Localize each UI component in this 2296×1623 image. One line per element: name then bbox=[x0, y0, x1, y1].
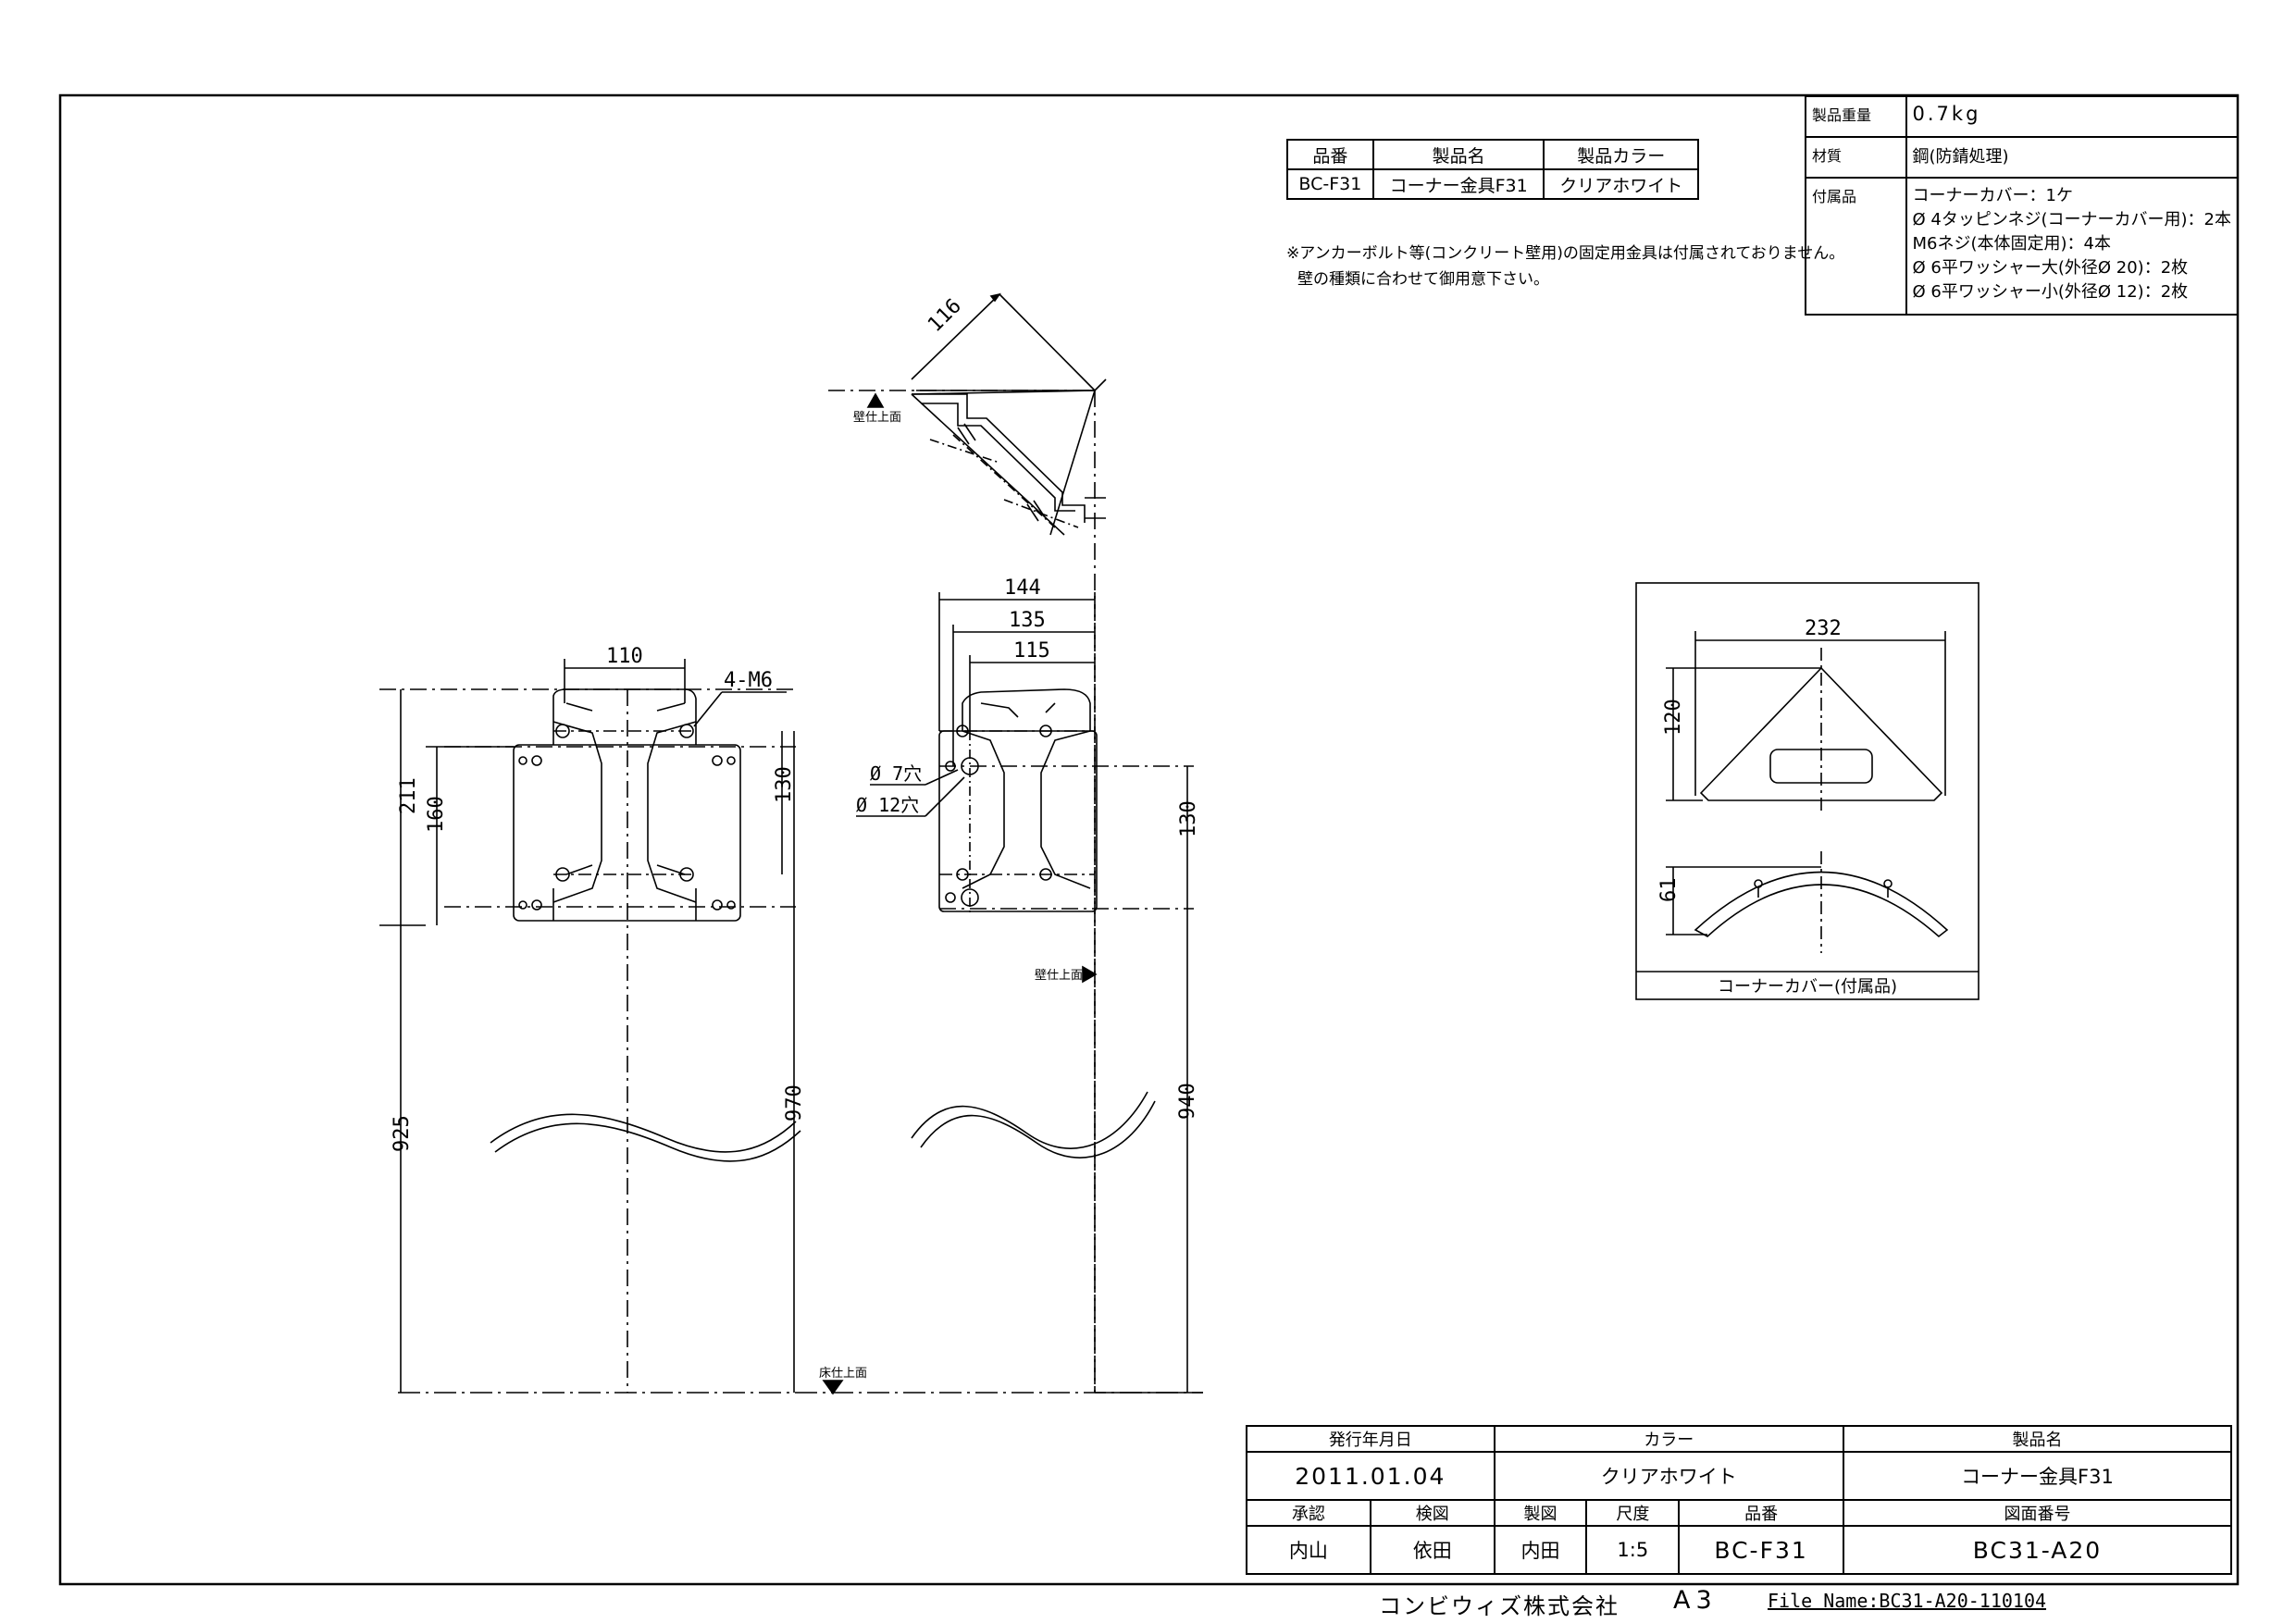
checked-value: 依田 bbox=[1369, 1525, 1496, 1575]
dim-232: 232 bbox=[1805, 617, 1842, 640]
file-name: File Name:BC31-A20-110104 bbox=[1768, 1590, 2047, 1612]
product-name-value: コーナー金具F31 bbox=[1842, 1451, 2233, 1501]
part-no-label: 品番 bbox=[1678, 1499, 1844, 1527]
dim-120: 120 bbox=[1662, 699, 1685, 736]
hole-12-label: Ø 12穴 bbox=[856, 794, 919, 816]
paper-size: A3 bbox=[1673, 1586, 1718, 1615]
color-value: クリアホワイト bbox=[1493, 1451, 1844, 1501]
issue-date: 2011.01.04 bbox=[1246, 1451, 1496, 1501]
approved-value: 内山 bbox=[1246, 1525, 1371, 1575]
accessories-list: コーナーカバー：1ケ Ø 4タッピンネジ(コーナーカバー用)：2本 M6ネジ(本… bbox=[1905, 177, 2240, 316]
drawing-no-value: BC31-A20 bbox=[1842, 1525, 2233, 1575]
accessory-item: M6ネジ(本体固定用)：4本 bbox=[1912, 234, 2111, 254]
material-value: 鋼(防錆処理) bbox=[1905, 136, 2240, 179]
dim-925: 925 bbox=[391, 1115, 414, 1152]
drawing-no-label: 図面番号 bbox=[1842, 1499, 2233, 1527]
anchor-note: ※アンカーボルト等(コンクリート壁用)の固定用金具は付属されておりません。 壁の… bbox=[1286, 241, 1844, 292]
header-part-no: 品番 bbox=[1286, 139, 1374, 170]
floor-surface-label: 床仕上面 bbox=[819, 1367, 867, 1381]
spec-table: 製品重量 0.7kg 材質 鋼(防錆処理) 付属品 コーナーカバー：1ケ Ø 4… bbox=[1805, 95, 2240, 316]
accessory-item: Ø 6平ワッシャー小(外径Ø 12)：2枚 bbox=[1912, 282, 2189, 302]
accessory-item: Ø 4タッピンネジ(コーナーカバー用)：2本 bbox=[1912, 210, 2231, 229]
value-product-color: クリアホワイト bbox=[1543, 168, 1699, 200]
weight-value: 0.7kg bbox=[1905, 95, 2240, 138]
wall-surface-label-top: 壁仕上面 bbox=[853, 411, 901, 425]
corner-cover-label: コーナーカバー(付属品) bbox=[1717, 977, 1898, 997]
weight-label: 製品重量 bbox=[1805, 95, 1907, 138]
dim-970: 970 bbox=[783, 1084, 806, 1121]
color-label: カラー bbox=[1493, 1425, 1844, 1453]
dim-211: 211 bbox=[397, 777, 420, 814]
side-view bbox=[822, 592, 1203, 1395]
dim-130-front: 130 bbox=[773, 766, 796, 803]
top-view bbox=[828, 292, 1107, 1397]
value-part-no: BC-F31 bbox=[1286, 168, 1374, 200]
dim-940: 940 bbox=[1176, 1083, 1199, 1120]
dim-4-m6: 4-M6 bbox=[724, 669, 773, 692]
dim-115: 115 bbox=[1013, 639, 1050, 663]
drawing-frame bbox=[58, 93, 2240, 1586]
title-block: 発行年月日 カラー 製品名 2011.01.04 クリアホワイト コーナー金具F… bbox=[1246, 1425, 2233, 1575]
dim-160: 160 bbox=[425, 796, 448, 833]
approved-label: 承認 bbox=[1246, 1499, 1371, 1527]
note-line-2: 壁の種類に合わせて御用意下さい。 bbox=[1297, 270, 1549, 289]
scale-value: 1:5 bbox=[1585, 1525, 1681, 1575]
company-name: コンビウィズ株式会社 bbox=[1379, 1593, 1620, 1619]
wall-surface-label-side: 壁仕上面 bbox=[1035, 969, 1083, 983]
drawn-label: 製図 bbox=[1493, 1499, 1588, 1527]
product-name-label: 製品名 bbox=[1842, 1425, 2233, 1453]
dim-116: 116 bbox=[924, 294, 966, 337]
accessories-label: 付属品 bbox=[1805, 177, 1907, 316]
scale-label: 尺度 bbox=[1585, 1499, 1681, 1527]
value-product-name: コーナー金具F31 bbox=[1371, 168, 1545, 200]
part-no-value: BC-F31 bbox=[1678, 1525, 1844, 1575]
corner-cover-view bbox=[1635, 582, 1980, 1000]
accessory-item: コーナーカバー：1ケ bbox=[1912, 186, 2073, 205]
issue-date-label: 発行年月日 bbox=[1246, 1425, 1496, 1453]
header-product-color: 製品カラー bbox=[1543, 139, 1699, 170]
front-view bbox=[379, 659, 1203, 1394]
material-label: 材質 bbox=[1805, 136, 1907, 179]
dim-144: 144 bbox=[1004, 576, 1041, 600]
dim-61: 61 bbox=[1657, 878, 1681, 903]
drawn-value: 内田 bbox=[1493, 1525, 1588, 1575]
note-line-1: ※アンカーボルト等(コンクリート壁用)の固定用金具は付属されておりません。 bbox=[1286, 244, 1845, 263]
product-table: 品番 製品名 製品カラー BC-F31 コーナー金具F31 クリアホワイト bbox=[1286, 139, 1699, 200]
accessory-item: Ø 6平ワッシャー大(外径Ø 20)：2枚 bbox=[1912, 258, 2189, 278]
dim-110: 110 bbox=[606, 645, 643, 668]
dim-130-side: 130 bbox=[1177, 800, 1200, 837]
hole-7-label: Ø 7穴 bbox=[870, 762, 922, 785]
checked-label: 検図 bbox=[1369, 1499, 1496, 1527]
header-product-name: 製品名 bbox=[1371, 139, 1545, 170]
dim-135: 135 bbox=[1009, 609, 1046, 632]
